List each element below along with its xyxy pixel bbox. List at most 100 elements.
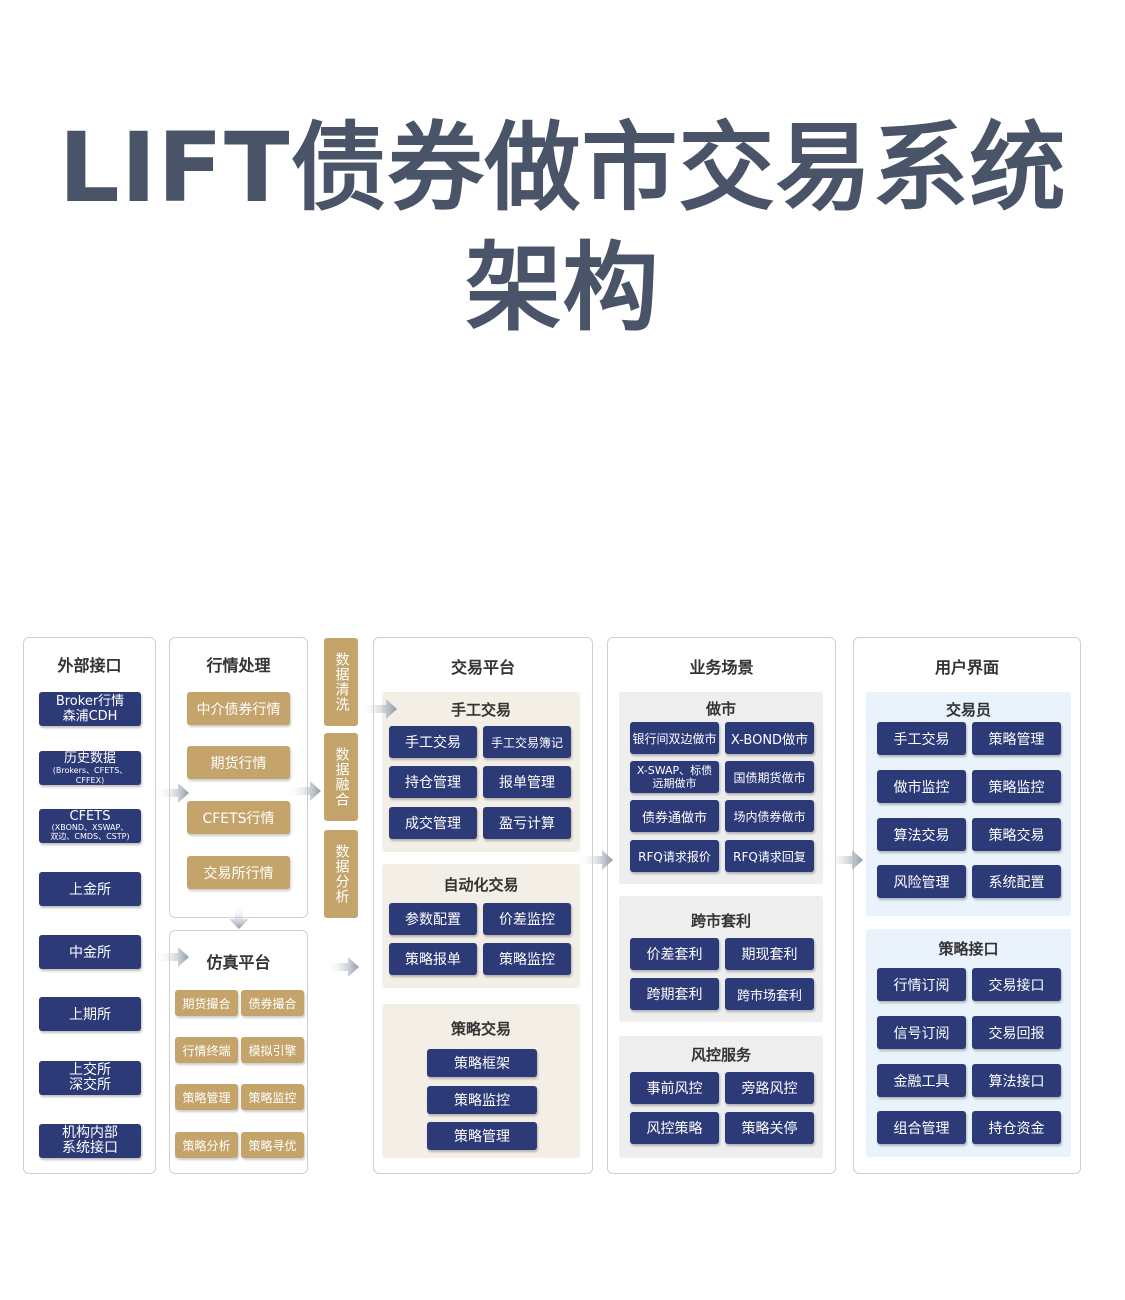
sim-item[interactable]: 策略分析 — [175, 1132, 238, 1158]
manual-item[interactable]: 成交管理 — [389, 807, 477, 839]
manual-trading-panel: 手工交易 手工交易 手工交易簿记 持仓管理 报单管理 成交管理 盈亏计算 — [382, 692, 580, 852]
sim-item[interactable]: 策略监控 — [241, 1084, 304, 1110]
sim-item[interactable]: 期货撮合 — [175, 990, 238, 1016]
sim-item[interactable]: 债券撮合 — [241, 990, 304, 1016]
api-item[interactable]: 持仓资金 — [972, 1111, 1061, 1144]
trader-item[interactable]: 风险管理 — [877, 865, 966, 898]
trader-item[interactable]: 系统配置 — [972, 865, 1061, 898]
manual-item[interactable]: 手工交易 — [389, 726, 477, 758]
user-interface-column: 用户界面 交易员 手工交易 策略管理 做市监控 策略监控 算法交易 策略交易 风… — [853, 637, 1081, 1174]
data-fusion-step: 数据融合 — [324, 733, 358, 821]
external-item-cffex[interactable]: 中金所 — [39, 935, 141, 969]
trader-item[interactable]: 做市监控 — [877, 770, 966, 803]
strategy-item[interactable]: 策略监控 — [427, 1086, 537, 1114]
sim-item[interactable]: 模拟引擎 — [241, 1037, 304, 1063]
column-title: 业务场景 — [689, 658, 754, 677]
panel-title: 策略接口 — [938, 940, 999, 958]
flow-arrow-right-icon — [326, 957, 359, 977]
external-item-history[interactable]: 历史数据(Brokers、CFETS、CFFEX) — [39, 751, 141, 785]
trading-platform-column: 交易平台 手工交易 手工交易 手工交易簿记 持仓管理 报单管理 成交管理 盈亏计… — [373, 637, 593, 1174]
panel-title: 跨市套利 — [690, 912, 751, 930]
manual-item[interactable]: 手工交易簿记 — [483, 726, 571, 758]
external-item-sse-szse[interactable]: 上交所深交所 — [39, 1061, 141, 1095]
flow-arrow-right-icon — [826, 850, 863, 870]
api-item[interactable]: 信号订阅 — [877, 1016, 966, 1049]
sim-item[interactable]: 策略管理 — [175, 1084, 238, 1110]
cross-market-arb-panel: 跨市套利 价差套利 期现套利 跨期套利 跨市场套利 — [619, 896, 823, 1022]
data-cleaning-step: 数据清洗 — [324, 638, 358, 726]
flow-arrow-right-icon — [156, 947, 189, 967]
flow-arrow-right-icon — [578, 850, 613, 870]
trader-panel: 交易员 手工交易 策略管理 做市监控 策略监控 算法交易 策略交易 风险管理 系… — [866, 692, 1071, 916]
api-item[interactable]: 算法接口 — [972, 1064, 1061, 1097]
business-scenario-column: 业务场景 做市 银行间双边做市 X-BOND做市 X-SWAP、标债远期做市 国… — [607, 637, 836, 1174]
arb-item[interactable]: 跨市场套利 — [725, 978, 814, 1010]
risk-service-panel: 风控服务 事前风控 旁路风控 风控策略 策略关停 — [619, 1036, 823, 1158]
column-title: 行情处理 — [206, 656, 271, 675]
strategy-item[interactable]: 策略管理 — [427, 1122, 537, 1150]
risk-item[interactable]: 策略关停 — [725, 1112, 814, 1144]
mm-item[interactable]: RFQ请求回复 — [725, 840, 814, 872]
external-item-internal[interactable]: 机构内部系统接口 — [39, 1124, 141, 1158]
auto-item[interactable]: 策略报单 — [389, 943, 477, 975]
risk-item[interactable]: 事前风控 — [630, 1072, 719, 1104]
simulation-column: 仿真平台 期货撮合 债券撮合 行情终端 模拟引擎 策略管理 策略监控 策略分析 … — [169, 930, 308, 1174]
flow-arrow-down-icon — [229, 906, 249, 929]
risk-item[interactable]: 风控策略 — [630, 1112, 719, 1144]
market-item-broker-bond[interactable]: 中介债券行情 — [187, 692, 290, 725]
flow-arrow-right-icon — [360, 699, 397, 719]
api-item[interactable]: 组合管理 — [877, 1111, 966, 1144]
trader-item[interactable]: 算法交易 — [877, 818, 966, 851]
panel-title: 手工交易 — [450, 701, 511, 719]
panel-title: 自动化交易 — [443, 876, 519, 894]
market-data-column: 行情处理 中介债券行情 期货行情 CFETS行情 交易所行情 — [169, 637, 308, 918]
strategy-trading-panel: 策略交易 策略框架 策略监控 策略管理 — [382, 1004, 580, 1158]
risk-item[interactable]: 旁路风控 — [725, 1072, 814, 1104]
market-item-cfets[interactable]: CFETS行情 — [187, 801, 290, 834]
auto-item[interactable]: 价差监控 — [483, 903, 571, 935]
trader-item[interactable]: 策略监控 — [972, 770, 1061, 803]
sim-item[interactable]: 行情终端 — [175, 1037, 238, 1063]
trader-item[interactable]: 手工交易 — [877, 722, 966, 755]
arb-item[interactable]: 期现套利 — [725, 938, 814, 970]
arb-item[interactable]: 价差套利 — [630, 938, 719, 970]
api-item[interactable]: 交易接口 — [972, 968, 1061, 1001]
auto-item[interactable]: 参数配置 — [389, 903, 477, 935]
mm-item[interactable]: 债券通做市 — [630, 800, 719, 832]
arb-item[interactable]: 跨期套利 — [630, 978, 719, 1010]
column-title: 仿真平台 — [206, 953, 271, 972]
data-analysis-step: 数据分析 — [324, 830, 358, 918]
api-item[interactable]: 交易回报 — [972, 1016, 1061, 1049]
sim-item[interactable]: 策略寻优 — [241, 1132, 304, 1158]
panel-title: 策略交易 — [450, 1020, 511, 1038]
column-title: 用户界面 — [934, 658, 999, 677]
auto-item[interactable]: 策略监控 — [483, 943, 571, 975]
market-item-exchange[interactable]: 交易所行情 — [187, 856, 290, 889]
mm-item[interactable]: 国债期货做市 — [725, 761, 814, 793]
mm-item[interactable]: 场内债券做市 — [725, 800, 814, 832]
external-item-broker[interactable]: Broker行情森浦CDH — [39, 692, 141, 726]
manual-item[interactable]: 持仓管理 — [389, 766, 477, 798]
manual-item[interactable]: 报单管理 — [483, 766, 571, 798]
panel-title: 交易员 — [945, 701, 991, 719]
manual-item[interactable]: 盈亏计算 — [483, 807, 571, 839]
api-item[interactable]: 金融工具 — [877, 1064, 966, 1097]
external-item-sge[interactable]: 上金所 — [39, 872, 141, 906]
flow-arrow-right-icon — [156, 783, 189, 803]
trader-item[interactable]: 策略交易 — [972, 818, 1061, 851]
mm-item[interactable]: RFQ请求报价 — [630, 840, 719, 872]
market-item-futures[interactable]: 期货行情 — [187, 746, 290, 779]
trader-item[interactable]: 策略管理 — [972, 722, 1061, 755]
column-title: 交易平台 — [450, 658, 515, 677]
mm-item[interactable]: 银行间双边做市 — [630, 722, 719, 754]
strategy-item[interactable]: 策略框架 — [427, 1049, 537, 1077]
mm-item-xswap[interactable]: X-SWAP、标债远期做市 — [630, 761, 719, 793]
external-item-shfe[interactable]: 上期所 — [39, 997, 141, 1031]
strategy-api-panel: 策略接口 行情订阅 交易接口 信号订阅 交易回报 金融工具 算法接口 组合管理 … — [866, 929, 1071, 1157]
flow-arrow-right-icon — [288, 781, 321, 801]
mm-item[interactable]: X-BOND做市 — [725, 722, 814, 754]
external-item-cfets[interactable]: CFETS(XBOND、XSWAP、双边、CMDS、CSTP) — [39, 809, 141, 843]
panel-title: 风控服务 — [690, 1046, 751, 1064]
page-title: LIFT债券做市交易系统架构 — [58, 112, 1067, 344]
api-item[interactable]: 行情订阅 — [877, 968, 966, 1001]
